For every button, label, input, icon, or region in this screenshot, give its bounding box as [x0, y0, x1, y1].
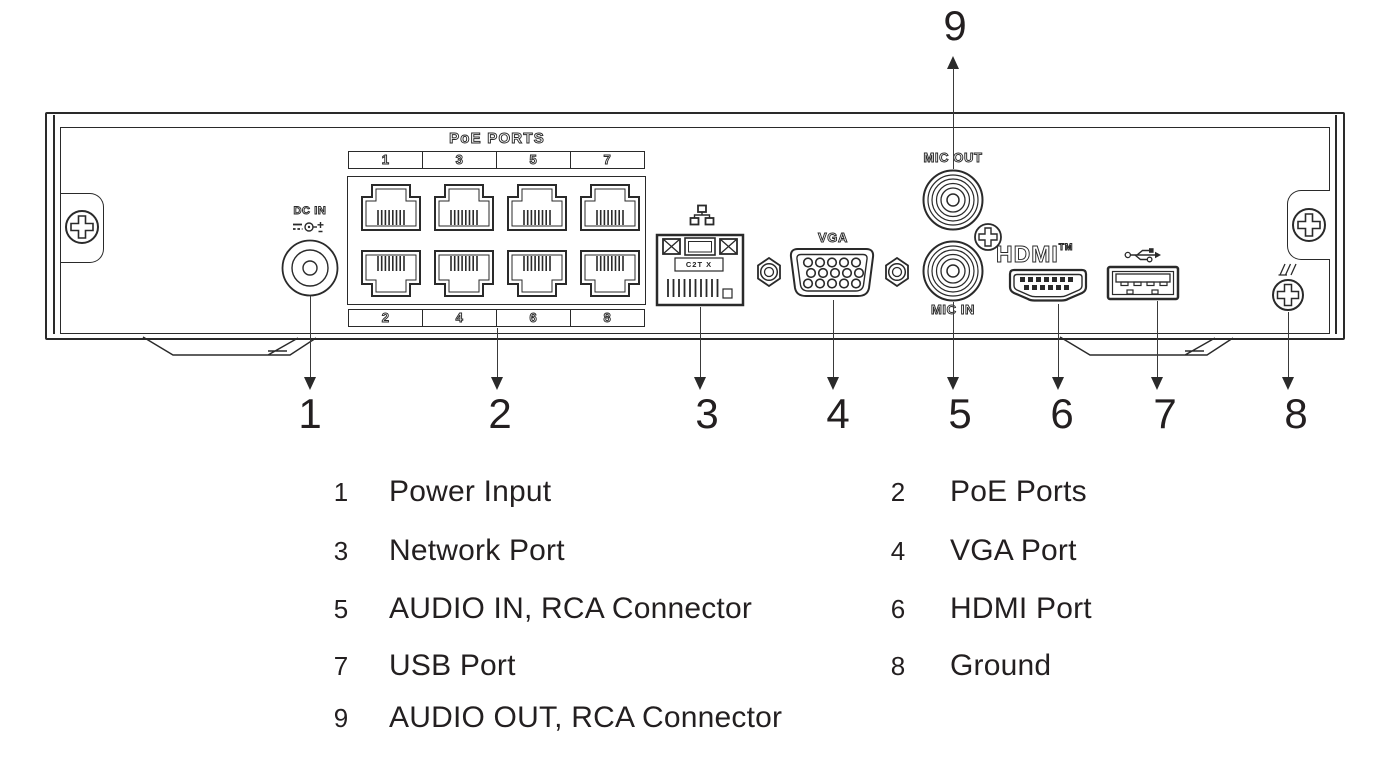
usb-port	[1106, 265, 1180, 301]
callout-line-2	[496, 328, 498, 377]
audio-out-rca-connector	[922, 169, 984, 231]
legend-label-vga-port: VGA Port	[950, 534, 1077, 567]
callout-number-2: 2	[488, 390, 512, 437]
callout-arrow-1	[304, 377, 316, 390]
legend-label-network-port: Network Port	[389, 534, 565, 567]
callout-line-8	[1287, 312, 1289, 377]
poe-bottom-number-strip: 2 4 6 8	[348, 309, 646, 327]
power-input-connector	[281, 239, 339, 297]
legend-num-9: 9	[333, 703, 349, 733]
poe-port-number: 1	[348, 151, 424, 169]
legend-num-4: 4	[890, 536, 906, 566]
legend-label-audio-in: AUDIO IN, RCA Connector	[389, 592, 753, 625]
callout-arrow-8	[1282, 377, 1294, 390]
callout-line-6	[1057, 304, 1059, 377]
callout-number-6: 6	[1050, 390, 1074, 437]
callout-arrow-3	[694, 377, 706, 390]
poe-ports-title: PoE PORTS	[449, 130, 545, 147]
callout-line-7	[1156, 301, 1158, 377]
legend-num-7: 7	[333, 651, 349, 681]
legend-num-3: 3	[333, 536, 349, 566]
legend-num-5: 5	[333, 594, 349, 624]
callout-arrow-2	[491, 377, 503, 390]
callout-line-4	[832, 300, 834, 377]
usb-icon	[1124, 248, 1161, 263]
legend-label-usb-port: USB Port	[389, 649, 516, 682]
legend-num-1: 1	[333, 477, 349, 507]
hdmi-logo: HDMI TM	[996, 241, 1073, 267]
rj45-poe-jack	[434, 184, 494, 231]
legend-label-ground: Ground	[950, 649, 1052, 682]
rj45-poe-jack	[361, 250, 421, 297]
chassis-foot	[1059, 336, 1234, 356]
poe-top-number-strip: 1 3 5 7	[348, 151, 646, 169]
ethernet-icon	[689, 204, 715, 226]
poe-jack-block	[347, 176, 646, 305]
phillips-screw-icon	[65, 210, 99, 244]
callout-number-1: 1	[298, 390, 322, 437]
hdmi-tm-mark: TM	[1058, 242, 1073, 253]
callout-number-8: 8	[1284, 390, 1308, 437]
legend-num-8: 8	[890, 651, 906, 681]
chassis-foot	[142, 336, 317, 356]
callout-arrow-9	[947, 56, 959, 69]
vga-connector	[789, 248, 875, 297]
callout-arrow-5	[947, 377, 959, 390]
callout-number-7: 7	[1153, 390, 1177, 437]
legend-label-hdmi-port: HDMI Port	[950, 592, 1092, 625]
poe-port-number: 4	[421, 309, 498, 327]
ground-icon	[1278, 263, 1297, 276]
legend-label-poe-ports: PoE Ports	[950, 475, 1087, 508]
rj45-poe-jack	[361, 184, 421, 231]
rj45-poe-jack	[434, 250, 494, 297]
callout-line-5	[952, 302, 954, 377]
legend-num-6: 6	[890, 594, 906, 624]
poe-port-number: 2	[348, 309, 424, 327]
audio-in-rca-connector	[922, 240, 984, 302]
dc-polarity-icon	[293, 222, 324, 233]
legend-label-power-input: Power Input	[389, 475, 552, 508]
phillips-screw-icon	[1292, 208, 1326, 242]
callout-line-9	[952, 68, 954, 169]
chassis-outline	[45, 112, 1345, 340]
poe-port-number: 3	[421, 151, 498, 169]
callout-number-3: 3	[695, 390, 719, 437]
vga-screw-nut	[757, 257, 781, 287]
poe-port-number: 8	[569, 309, 646, 327]
network-port-marking: C2T X	[685, 260, 713, 269]
callout-line-1	[309, 296, 311, 377]
callout-arrow-6	[1052, 377, 1064, 390]
poe-port-number: 7	[569, 151, 646, 169]
hdmi-logo-text: HDMI	[996, 241, 1059, 267]
phillips-screw-icon	[974, 223, 1002, 251]
callout-number-9: 9	[943, 2, 967, 49]
vga-screw-nut	[885, 257, 909, 287]
callout-arrow-4	[827, 377, 839, 390]
chassis-left-fold-line	[53, 115, 55, 334]
hdmi-connector	[1008, 268, 1088, 302]
poe-port-number: 5	[495, 151, 572, 169]
network-rj45-port	[655, 233, 745, 307]
legend-num-2: 2	[890, 477, 906, 507]
callout-arrow-7	[1151, 377, 1163, 390]
dc-in-label: DC IN	[293, 205, 327, 217]
rj45-poe-jack	[580, 184, 640, 231]
rj45-poe-jack	[507, 184, 567, 231]
legend-label-audio-out: AUDIO OUT, RCA Connector	[389, 701, 783, 734]
vga-label: VGA	[818, 230, 848, 245]
poe-port-number: 6	[495, 309, 572, 327]
ground-screw	[1272, 279, 1304, 311]
chassis-right-fold-line	[1335, 115, 1337, 334]
rj45-poe-jack	[580, 250, 640, 297]
callout-number-5: 5	[948, 390, 972, 437]
callout-line-3	[699, 307, 701, 377]
callout-number-4: 4	[826, 390, 850, 437]
rj45-poe-jack	[507, 250, 567, 297]
